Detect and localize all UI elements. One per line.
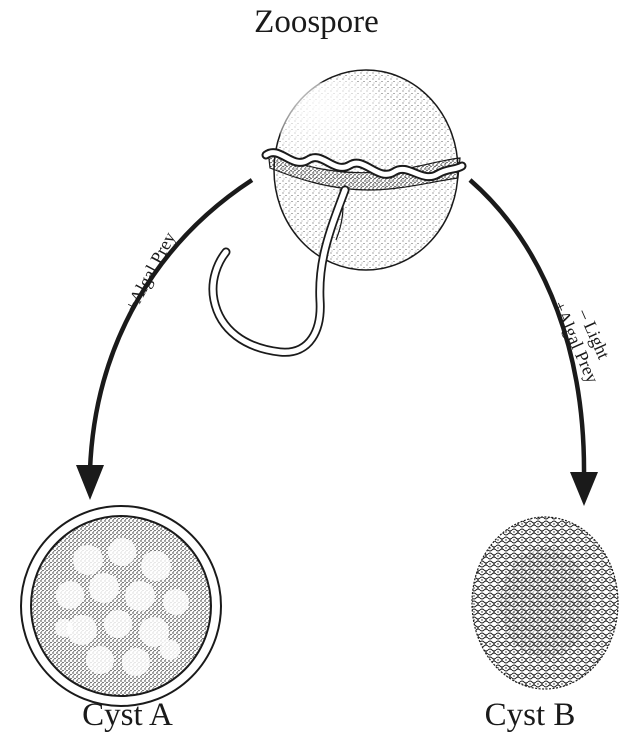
cyst-a-label: Cyst A: [20, 697, 235, 734]
cyst-b-illustration: [472, 517, 618, 689]
zoospore-label: Zoospore: [0, 4, 633, 41]
cyst-b-label: Cyst B: [430, 697, 630, 734]
zoospore-illustration: [213, 70, 462, 352]
cyst-a-illustration: [21, 506, 221, 706]
